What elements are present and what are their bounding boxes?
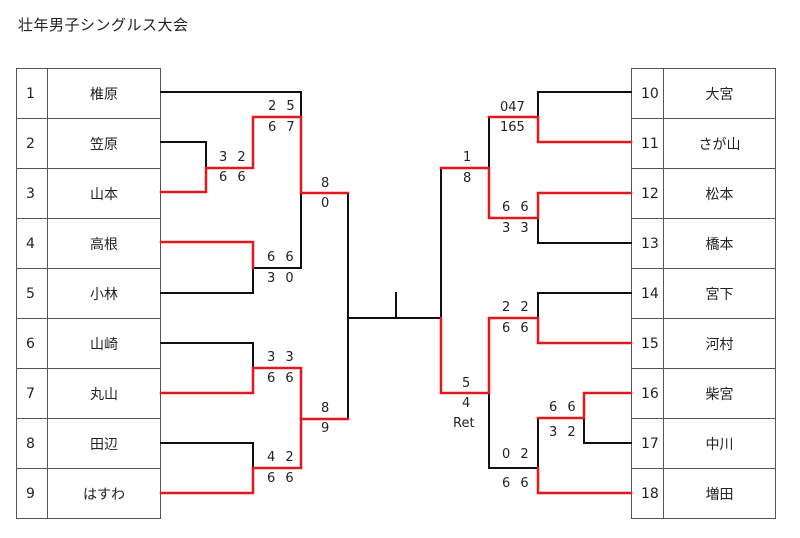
bracket-line	[160, 442, 254, 469]
bracket-line	[160, 342, 254, 369]
match-score: 047	[500, 100, 525, 115]
player-name: 中川	[663, 418, 776, 469]
bracket-line	[159, 417, 303, 495]
match-score: 6 6	[549, 400, 579, 415]
match-score: 3 2	[549, 425, 579, 440]
bracket-line	[159, 366, 350, 421]
bracket-line	[488, 392, 539, 469]
match-score: 6 6	[267, 371, 297, 386]
match-score: 6 6	[219, 170, 249, 185]
seed-number: 6	[16, 318, 48, 369]
player-name: 小林	[47, 268, 161, 319]
match-score: 4 2	[267, 450, 297, 465]
match-score: 9	[321, 421, 333, 436]
bracket-line	[537, 91, 632, 118]
match-score: 165	[500, 120, 525, 135]
player-name: 山本	[47, 168, 161, 219]
bracket-winner-lines	[159, 115, 633, 495]
match-score: 6 6	[502, 321, 532, 336]
bracket-line	[159, 115, 350, 195]
match-score: 2 5	[268, 99, 298, 114]
bracket-line	[439, 316, 633, 395]
match-score: 0 2	[502, 447, 532, 462]
player-name: はすわ	[47, 468, 161, 519]
match-score: 2 2	[502, 300, 532, 315]
bracket-line	[537, 292, 632, 319]
bracket-line	[583, 417, 632, 444]
player-name: 増田	[663, 468, 776, 519]
match-score: 8	[321, 176, 333, 191]
match-score: 3 2	[219, 150, 249, 165]
seed-number: 4	[16, 218, 48, 269]
bracket-line	[160, 141, 207, 169]
bracket-line	[439, 166, 633, 220]
match-score: 6 6	[267, 471, 297, 486]
player-name: 田辺	[47, 418, 161, 469]
match-score: 6 7	[268, 120, 298, 135]
bracket-line	[487, 115, 633, 144]
retirement-label: Ret	[453, 416, 475, 431]
match-score: 6 6	[502, 200, 532, 215]
match-score: 3 0	[267, 271, 297, 286]
match-score: 8	[321, 401, 333, 416]
seed-number: 3	[16, 168, 48, 219]
player-name: 松本	[663, 168, 776, 219]
match-score: 8	[463, 171, 475, 186]
match-score: 4	[462, 396, 474, 411]
match-score: 1	[463, 150, 475, 165]
bracket-line	[252, 192, 302, 269]
bracket-line	[536, 466, 633, 495]
player-name: 椎原	[47, 68, 161, 119]
match-score: 3 3	[267, 350, 297, 365]
seed-number: 11	[631, 118, 664, 169]
page-title: 壮年男子シングルス大会	[18, 16, 189, 34]
match-score: 0	[321, 196, 333, 211]
player-name: 笠原	[47, 118, 161, 169]
bracket-line	[160, 267, 254, 294]
bracket-line	[537, 217, 632, 244]
match-score: 6 6	[502, 476, 532, 491]
player-name: さが山	[663, 118, 776, 169]
bracket-line	[536, 391, 633, 420]
match-score: 3 3	[502, 221, 532, 236]
player-name: 柴宮	[663, 368, 776, 419]
bracket-line	[160, 91, 302, 118]
bracket-loser-lines	[160, 91, 632, 469]
match-score: 6 6	[267, 250, 297, 265]
bracket-line	[159, 240, 255, 270]
seed-number: 18	[631, 468, 664, 519]
match-score: 5	[462, 376, 474, 391]
